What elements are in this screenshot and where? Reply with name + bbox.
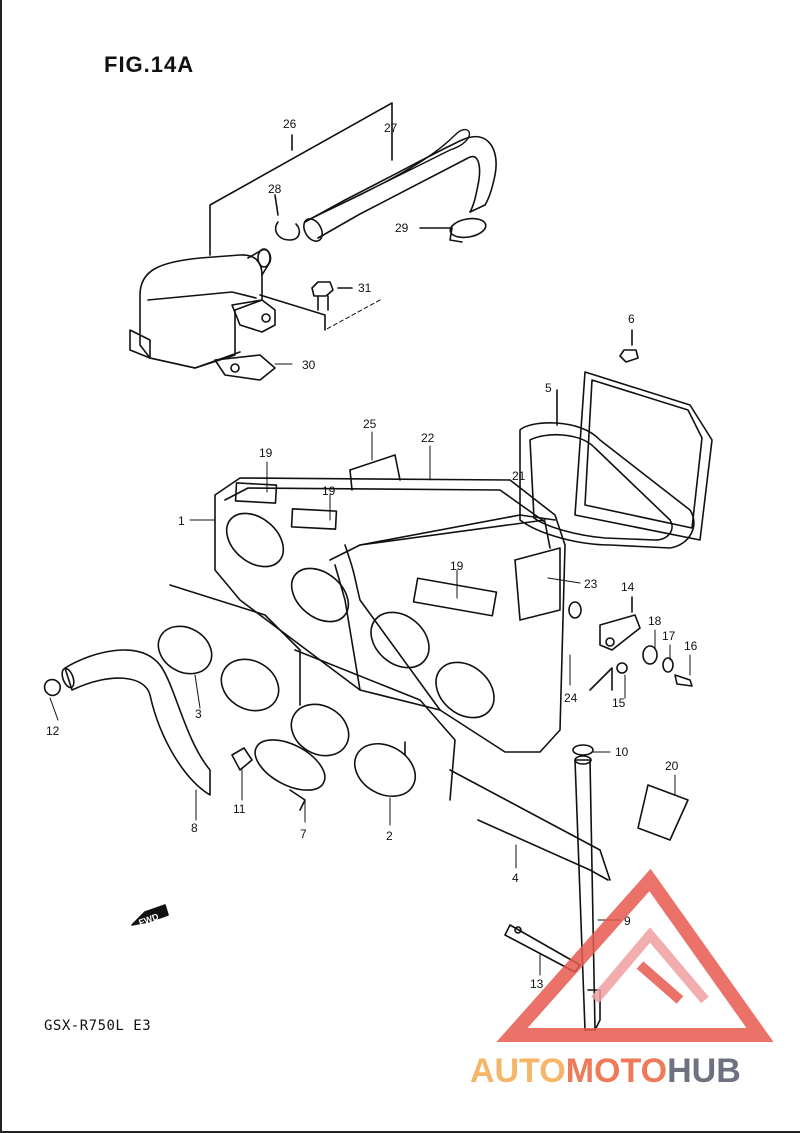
callout-14: 14 xyxy=(621,580,635,594)
callout-15: 15 xyxy=(612,696,626,710)
callout-20: 20 xyxy=(665,759,679,773)
callout-8: 8 xyxy=(191,821,198,835)
hose-clamp xyxy=(419,217,487,243)
fwd-arrow xyxy=(131,904,169,926)
watermark-logo xyxy=(496,868,774,1042)
circlip xyxy=(274,194,301,241)
callout-1: 1 xyxy=(178,514,185,528)
watermark-part-moto: MOTO xyxy=(565,1052,668,1090)
watermark-part-auto: AUTO xyxy=(470,1052,566,1090)
clamp-band xyxy=(254,739,326,811)
callout-25: 25 xyxy=(363,417,377,431)
callout-6: 6 xyxy=(628,312,635,326)
callout-26: 26 xyxy=(283,117,297,131)
callout-2: 2 xyxy=(386,829,393,843)
callout-19-top: 19 xyxy=(259,446,273,460)
callout-3: 3 xyxy=(195,707,202,721)
callout-29: 29 xyxy=(395,221,409,235)
callout-21: 21 xyxy=(512,469,526,483)
callout-12: 12 xyxy=(46,724,60,738)
intake-boots xyxy=(157,584,456,801)
breather-hose xyxy=(303,128,497,242)
bracket-14 xyxy=(599,596,641,651)
rod xyxy=(449,769,611,881)
callout-31: 31 xyxy=(358,281,372,295)
clip-12 xyxy=(43,678,61,697)
callout-28: 28 xyxy=(268,182,282,196)
callout-23: 23 xyxy=(584,577,598,591)
air-cleaner-case xyxy=(214,454,582,753)
callout-26-27-bracket xyxy=(209,102,393,256)
fwd-label: FWD xyxy=(137,911,160,928)
callout-22: 22 xyxy=(421,431,435,445)
callout-13: 13 xyxy=(530,977,544,991)
washers-15-18 xyxy=(589,645,693,691)
callout-11: 11 xyxy=(233,802,246,816)
callout-18: 18 xyxy=(648,614,662,628)
callout-19-mid: 19 xyxy=(322,484,336,498)
drain-tube xyxy=(574,755,601,1031)
callout-4: 4 xyxy=(512,871,519,885)
model-code: GSX-R750L E3 xyxy=(44,1018,152,1034)
clamp-11 xyxy=(231,747,253,771)
callout-24: 24 xyxy=(564,691,578,705)
callout-10: 10 xyxy=(615,745,629,759)
bolt-31 xyxy=(311,281,353,311)
figure-title: FIG.14A xyxy=(104,52,195,77)
air-filter-element xyxy=(519,371,713,549)
plug-20 xyxy=(637,784,689,841)
callout-19-low: 19 xyxy=(450,559,464,573)
page-border-left xyxy=(0,0,2,1133)
callout-9: 9 xyxy=(624,914,631,928)
callout-30: 30 xyxy=(302,358,316,372)
page-border-bottom xyxy=(0,1131,800,1133)
clamp-10 xyxy=(572,744,594,756)
leader-lines xyxy=(49,299,691,976)
watermark-text: AUTOMOTOHUB xyxy=(470,1052,741,1091)
screw-6 xyxy=(619,329,639,363)
drain-hose xyxy=(61,649,211,796)
watermark-part-hub: HUB xyxy=(667,1052,741,1090)
callout-16: 16 xyxy=(684,639,698,653)
callout-5: 5 xyxy=(545,381,552,395)
callout-7: 7 xyxy=(300,827,307,841)
callout-27: 27 xyxy=(384,121,398,135)
callout-labels: 1 2 3 4 5 6 7 8 9 10 11 12 13 14 15 16 1… xyxy=(46,117,698,991)
callout-17: 17 xyxy=(662,629,676,643)
breather-cover xyxy=(129,248,326,381)
